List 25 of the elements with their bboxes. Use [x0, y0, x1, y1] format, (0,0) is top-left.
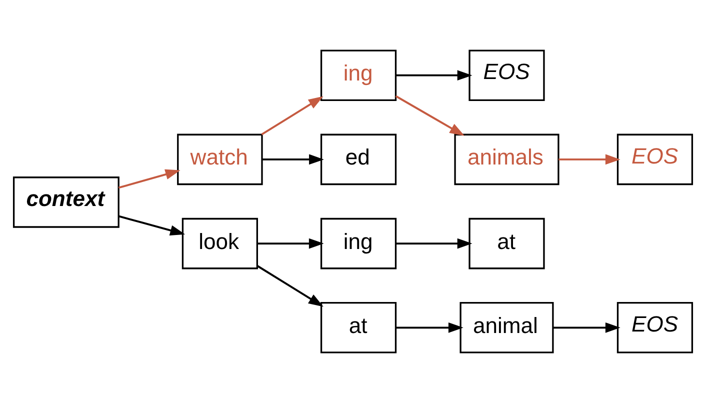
node-box: look — [182, 217, 258, 269]
arrow — [118, 168, 180, 188]
node-box: watch — [177, 133, 263, 185]
arrow — [262, 154, 324, 164]
arrow — [396, 70, 472, 80]
node-box: at — [320, 302, 397, 353]
arrow — [257, 238, 324, 248]
node-box: animal — [460, 302, 554, 353]
node-box: context — [12, 176, 120, 228]
node-box: ed — [320, 133, 397, 185]
arrow — [261, 96, 324, 135]
node-box: ing — [320, 217, 397, 269]
arrow — [256, 264, 324, 306]
arrow — [395, 94, 465, 136]
arrow — [396, 238, 472, 248]
node-box: EOS — [616, 133, 694, 185]
arrow — [396, 322, 464, 332]
node-box: EOS — [468, 49, 545, 100]
node-box: EOS — [616, 302, 694, 353]
arrow — [558, 154, 620, 164]
node-box: animals — [454, 133, 560, 185]
node-box: at — [468, 217, 545, 269]
node-box: ing — [320, 49, 397, 100]
arrow — [118, 214, 186, 235]
arrow — [552, 322, 620, 332]
